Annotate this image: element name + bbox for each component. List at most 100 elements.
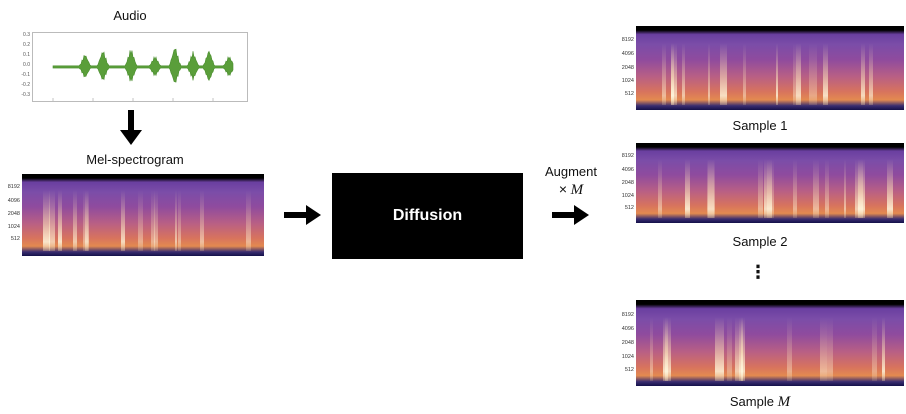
spectrogram-stripe: [178, 190, 182, 252]
spectrogram-stripe: [42, 190, 50, 252]
spectrogram-stripe: [84, 190, 90, 252]
spectrogram-heatmap: [636, 26, 904, 110]
audio-plot-area: [32, 32, 248, 102]
spectrogram-stripe: [661, 42, 666, 105]
sample-1-spectrogram: 8192 4096 2048 1024 512: [614, 26, 904, 110]
spectrogram-stripe: [665, 317, 672, 381]
spectrogram-stripe: [681, 42, 685, 105]
x-ticks: [52, 98, 214, 101]
diffusion-block: Diffusion: [332, 173, 523, 259]
spectrogram-stripe: [714, 317, 720, 381]
spectrogram-stripe: [766, 159, 775, 219]
spectrogram-stripe: [246, 190, 251, 252]
audio-waveform-plot: 0.3 0.2 0.1 0.0 -0.1 -0.2 -0.3: [14, 30, 248, 102]
freq-tick: 512: [624, 91, 634, 97]
audio-ytick: 0.0: [23, 62, 30, 68]
freq-tick: 1024: [621, 193, 634, 199]
spectrogram-stripe: [726, 317, 732, 381]
freq-tick: 1024: [7, 224, 20, 230]
freq-tick: 1024: [621, 354, 634, 360]
sample-m-spectrogram: 8192 4096 2048 1024 512: [614, 300, 904, 386]
spectrogram-stripe: [707, 159, 716, 219]
spectrogram-stripe: [150, 190, 155, 252]
spectrogram-stripe: [138, 190, 144, 252]
spectrogram-stripe: [719, 42, 727, 105]
mel-spectrogram-image: 8192 4096 2048 1024 512: [0, 174, 264, 256]
times-symbol: ×: [558, 181, 568, 197]
audio-ytick: 0.1: [23, 52, 30, 58]
spectrogram-stripe: [813, 159, 820, 219]
sample-2-label: Sample 2: [732, 234, 788, 249]
freq-tick: 8192: [621, 37, 634, 43]
spectrogram-stripe: [758, 159, 763, 219]
freq-tick: 2048: [621, 180, 634, 186]
spectrogram-stripe: [793, 159, 797, 219]
sample-m-label: Sample M: [715, 394, 805, 411]
freq-tick: 4096: [621, 167, 634, 173]
spectrogram-heatmap: [636, 300, 904, 386]
spectrogram-stripe: [707, 42, 711, 105]
spectrogram-stripe: [658, 159, 663, 219]
spectrogram-stripe: [121, 190, 125, 252]
spectrogram-stripe: [868, 42, 874, 105]
spectrogram-stripe: [881, 317, 886, 381]
spectrogram-stripe: [82, 190, 89, 252]
augment-label: Augment × M: [536, 164, 606, 199]
spectrogram-stripe: [872, 317, 877, 381]
spectrogram-stripe: [857, 159, 865, 219]
freq-tick: 4096: [621, 326, 634, 332]
m-symbol: M: [570, 182, 584, 198]
right-arrow-icon: [552, 205, 589, 225]
audio-ytick: 0.2: [23, 42, 30, 48]
freq-tick: 4096: [7, 198, 20, 204]
waveform-line: [52, 48, 234, 83]
sample-2-spectrogram: 8192 4096 2048 1024 512: [614, 143, 904, 223]
spectrogram-heatmap: [22, 174, 264, 256]
audio-ytick: -0.3: [21, 92, 30, 98]
spectrogram-stripe: [843, 159, 846, 219]
spectrogram-stripe: [720, 317, 725, 381]
spectrogram-stripe: [822, 42, 829, 105]
spectrogram-stripe: [825, 159, 830, 219]
augment-multiplier: × M: [536, 181, 606, 199]
mel-spectrogram-label: Mel-spectrogram: [86, 152, 184, 167]
spectrogram-stripe: [174, 190, 178, 252]
vertical-ellipsis: ⋮: [749, 262, 767, 282]
freq-tick: 512: [624, 205, 634, 211]
spectrogram-stripe: [809, 42, 818, 105]
freq-tick: 8192: [7, 184, 20, 190]
spectrogram-stripe: [48, 190, 56, 252]
spectrogram-stripe: [819, 317, 828, 381]
spectrogram-stripe: [763, 159, 772, 219]
spectrogram-stripe: [795, 42, 802, 105]
spectrogram-stripe: [72, 190, 78, 252]
freq-tick: 2048: [621, 65, 634, 71]
freq-tick: 512: [10, 236, 20, 242]
freq-tick: 1024: [621, 78, 634, 84]
down-arrow-icon: [120, 110, 142, 145]
spectrogram-stripe: [685, 159, 690, 219]
spectrogram-stripe: [153, 190, 159, 252]
sample-m-prefix: Sample: [729, 394, 774, 409]
spectrogram-stripe: [200, 190, 204, 252]
diffusion-label: Diffusion: [392, 207, 463, 224]
freq-tick: 4096: [621, 51, 634, 57]
spectrogram-stripe: [860, 42, 866, 105]
spectrogram-stripe: [826, 317, 833, 381]
freq-tick: 8192: [621, 312, 634, 318]
sample-1-label: Sample 1: [732, 118, 788, 133]
spectrogram-stripe: [738, 317, 744, 381]
spectrogram-stripe: [671, 42, 674, 105]
spectrogram-stripe: [742, 42, 747, 105]
spectrogram-stripe: [775, 42, 779, 105]
spectrogram-stripe: [708, 159, 715, 219]
augment-text: Augment: [544, 164, 598, 179]
freq-tick: 512: [624, 367, 634, 373]
audio-ytick: -0.1: [21, 72, 30, 78]
spectrogram-stripe: [887, 159, 894, 219]
freq-tick: 2048: [621, 340, 634, 346]
spectrogram-stripe: [57, 190, 63, 252]
sample-m-symbol: M: [777, 394, 791, 410]
spectrogram-stripe: [650, 317, 654, 381]
spectrogram-heatmap: [636, 143, 904, 223]
